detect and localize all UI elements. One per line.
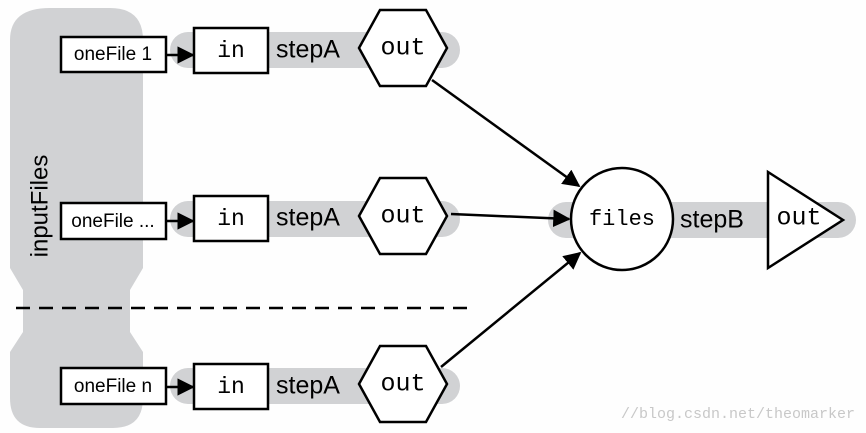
- input-group-label: inputFiles: [26, 155, 53, 258]
- step-a-input-port[interactable]: [192, 26, 270, 75]
- connections: [431, 78, 582, 368]
- step-a-output-port-label: out: [380, 34, 425, 63]
- step-b-name: stepB: [680, 206, 744, 234]
- out-to-files-arrow-3: [440, 251, 582, 368]
- out-to-files-arrow-2: [450, 209, 571, 228]
- step-a-input-port-label: in: [217, 206, 245, 232]
- step-b-output-port-label: out: [776, 204, 821, 233]
- step-a-name: stepA: [276, 204, 340, 232]
- input-file-box[interactable]: [59, 35, 168, 74]
- step-a-output-port[interactable]: [357, 176, 449, 256]
- watermark: //blog.csdn.net/theomarker: [621, 406, 855, 423]
- input-file-box[interactable]: [59, 366, 168, 406]
- step-b-input-port-label: files: [589, 207, 655, 232]
- step-a-name: stepA: [276, 372, 340, 400]
- input-file-label: oneFile n: [74, 376, 152, 397]
- step-a-input-port[interactable]: [192, 194, 270, 243]
- step-b-input-port[interactable]: [569, 166, 675, 272]
- input-file-label: oneFile ...: [71, 211, 154, 232]
- step-a-row-3: oneFile n in stepA out: [59, 344, 460, 424]
- step-a-name: stepA: [276, 36, 340, 64]
- step-a-output-port[interactable]: [357, 344, 449, 424]
- step-a-input-port-label: in: [217, 374, 245, 400]
- step-a-output-port-label: out: [380, 202, 425, 231]
- step-b-output-port[interactable]: [766, 169, 846, 271]
- out-to-files-arrow-1: [431, 78, 581, 188]
- step-a-row-1: oneFile 1 in stepA out: [59, 8, 460, 88]
- input-file-box[interactable]: [59, 201, 168, 241]
- step-a-output-port-label: out: [380, 370, 425, 399]
- step-b: files stepB out: [548, 166, 856, 272]
- step-a-output-port[interactable]: [357, 8, 449, 88]
- step-a-input-port[interactable]: [192, 362, 270, 411]
- step-a-input-port-label: in: [217, 38, 245, 64]
- step-a-row-2: oneFile ... in stepA out: [59, 176, 460, 256]
- input-file-label: oneFile 1: [74, 44, 152, 65]
